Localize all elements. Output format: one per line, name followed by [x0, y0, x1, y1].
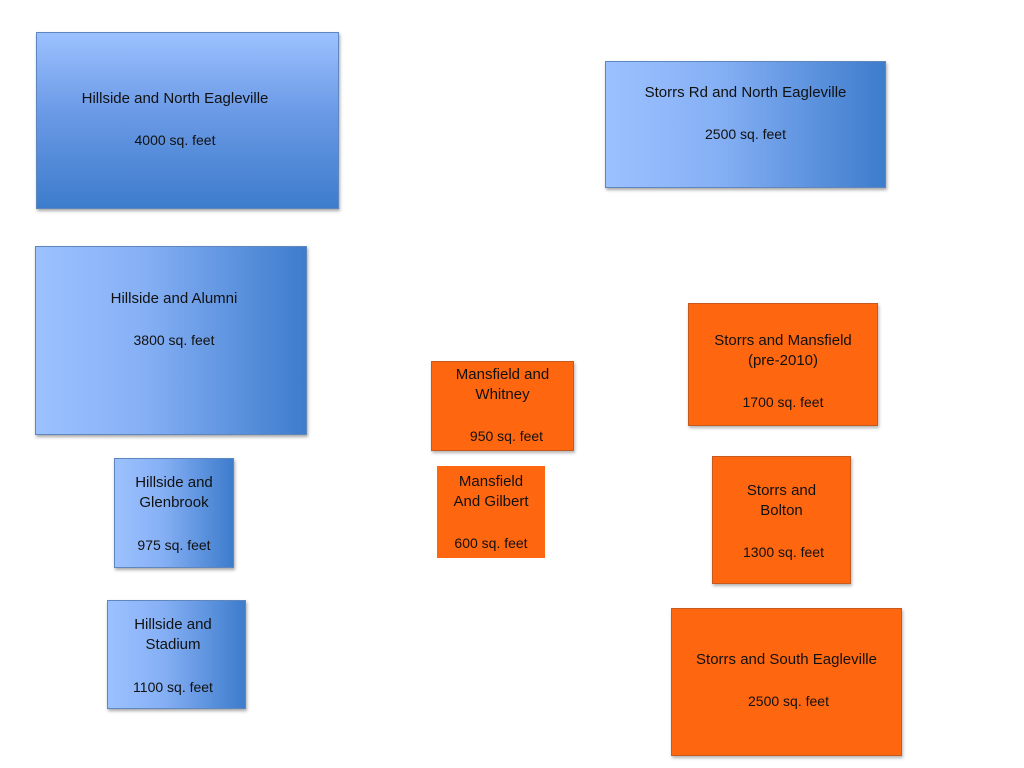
box-area: 950 sq. feet: [469, 428, 544, 444]
box-storrs-south-eagleville: Storrs and South Eagleville 2500 sq. fee…: [671, 608, 902, 756]
box-area: 1300 sq. feet: [743, 544, 824, 560]
box-hillside-alumni: Hillside and Alumni 3800 sq. feet: [35, 246, 307, 435]
box-area: 3800 sq. feet: [133, 332, 215, 348]
box-area: 4000 sq. feet: [134, 132, 216, 148]
box-name: Mansfield And Gilbert: [453, 473, 529, 510]
box-hillside-stadium: Hillside and Stadium 1100 sq. feet: [107, 600, 246, 709]
box-name: Hillside and North Eagleville: [81, 90, 269, 107]
box-name: Hillside and Glenbrook: [135, 474, 213, 511]
box-name: Storrs and South Eagleville: [696, 651, 877, 668]
box-area: 2500 sq. feet: [748, 693, 829, 709]
box-name: Mansfield and Whitney: [455, 366, 550, 403]
box-storrs-mansfield: Storrs and Mansfield (pre-2010) 1700 sq.…: [688, 303, 878, 426]
box-hillside-glenbrook: Hillside and Glenbrook 975 sq. feet: [114, 458, 234, 568]
box-area: 1100 sq. feet: [133, 679, 213, 695]
box-name: Storrs and Bolton: [746, 482, 817, 519]
box-name: Storrs Rd and North Eagleville: [644, 84, 847, 101]
box-area: 2500 sq. feet: [705, 126, 786, 142]
box-storrs-bolton: Storrs and Bolton 1300 sq. feet: [712, 456, 851, 584]
box-area: 975 sq. feet: [137, 537, 211, 553]
box-mansfield-whitney: Mansfield and Whitney 950 sq. feet: [431, 361, 574, 451]
box-name: Hillside and Stadium: [134, 616, 212, 653]
box-storrs-rd-north-eagleville: Storrs Rd and North Eagleville 2500 sq. …: [605, 61, 886, 188]
box-name: Storrs and Mansfield (pre-2010): [714, 332, 852, 369]
box-hillside-north-eagleville: Hillside and North Eagleville 4000 sq. f…: [36, 32, 339, 209]
box-name: Hillside and Alumni: [110, 290, 238, 307]
box-area: 600 sq. feet: [454, 535, 528, 551]
box-mansfield-gilbert: Mansfield And Gilbert 600 sq. feet: [437, 466, 545, 558]
box-area: 1700 sq. feet: [742, 394, 824, 410]
